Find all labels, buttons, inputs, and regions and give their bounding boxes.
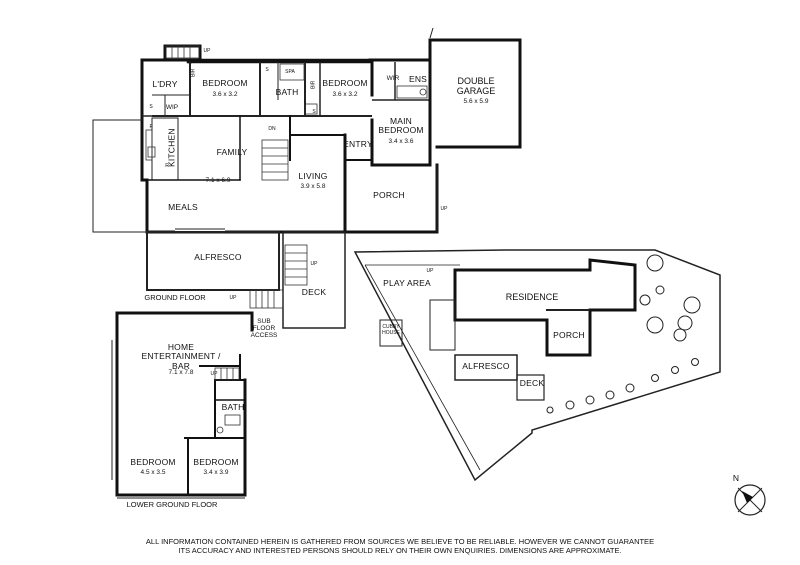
ground-floor-title: GROUND FLOOR: [144, 293, 206, 302]
family-dim: 7.1 x 6.9: [205, 177, 231, 184]
bedroom-c-dim: 4.5 x 3.5: [140, 469, 166, 476]
disclaimer-line-2: ITS ACCURACY AND INTERESTED PERSONS SHOU…: [178, 546, 622, 556]
bedroom-d-label: BEDROOM: [193, 457, 239, 467]
double-garage-label: DOUBLE GARAGE: [456, 76, 496, 96]
site-porch-label: PORCH: [553, 330, 585, 340]
disclaimer-line-1: ALL INFORMATION CONTAINED HEREIN IS GATH…: [145, 537, 655, 546]
sub-floor-access-label: SUB FLOOR ACCESS: [250, 318, 278, 340]
site-play-area-label: PLAY AREA: [383, 278, 431, 288]
s-marker-3: S: [312, 109, 316, 115]
entry-label: ENTRY: [343, 139, 373, 149]
r-marker: R: [165, 163, 169, 169]
up-marker: UP: [203, 48, 211, 54]
up-marker-2: UP: [310, 261, 318, 267]
living-label: LIVING: [298, 171, 328, 181]
porch-label: PORCH: [373, 190, 405, 200]
bir-a-label: BIR: [190, 68, 197, 77]
compass-rose: [734, 484, 766, 516]
f-marker: F: [149, 124, 153, 130]
laundry-label: L'DRY: [152, 79, 178, 89]
s-marker-2: S: [265, 67, 269, 73]
ens-label: ENS: [408, 74, 428, 84]
meals-label: MEALS: [168, 202, 198, 212]
main-bedroom-dim: 3.4 x 3.6: [388, 138, 414, 145]
site-deck-label: DECK: [519, 378, 545, 388]
double-garage-dim: 5.6 x 5.9: [463, 98, 489, 105]
lower-ground-floor-title: LOWER GROUND FLOOR: [126, 500, 218, 509]
site-cubby-house-label: CUBBY HOUSE: [382, 324, 400, 336]
bedroom-c-label: BEDROOM: [130, 457, 176, 467]
bath-upper-label: BATH: [275, 87, 299, 97]
spa-label: SPA: [285, 69, 295, 75]
bath-lower-label: BATH: [221, 402, 245, 412]
bir-b-label: BIR: [310, 80, 317, 89]
up-marker-5: UP: [210, 371, 218, 377]
wir-label: WIR: [386, 75, 400, 82]
site-residence-label: RESIDENCE: [505, 292, 559, 302]
family-label: FAMILY: [216, 147, 248, 157]
living-dim: 3.9 x 5.8: [300, 183, 326, 190]
up-marker-3: UP: [440, 206, 448, 212]
bedroom-b-dim: 3.6 x 3.2: [332, 91, 358, 98]
home-entertainment-label: HOME ENTERTAINMENT / BAR: [141, 342, 221, 371]
bedroom-d-dim: 3.4 x 3.9: [203, 469, 229, 476]
deck-label: DECK: [301, 287, 327, 297]
north-label: N: [732, 473, 740, 483]
disclaimer: ALL INFORMATION CONTAINED HEREIN IS GATH…: [146, 537, 654, 556]
lower-ground-floor-plan: [111, 311, 254, 499]
site-plan: [353, 249, 721, 482]
bedroom-b-label: BEDROOM: [322, 78, 368, 88]
dn-marker: DN: [268, 126, 276, 132]
main-bedroom-label: MAIN BEDROOM: [378, 116, 424, 136]
kitchen-label: KITCHEN: [166, 128, 177, 168]
s-marker: S: [149, 104, 153, 110]
ground-floor-plan: [92, 27, 522, 329]
bedroom-a-label: BEDROOM: [202, 78, 248, 88]
site-alfresco-label: ALFRESCO: [462, 361, 510, 371]
up-marker-4: UP: [229, 295, 237, 301]
wip-label: WIP: [165, 104, 179, 111]
bedroom-a-dim: 3.6 x 3.2: [212, 91, 238, 98]
site-up-marker: UP: [426, 268, 434, 274]
home-entertainment-dim: 7.1 x 7.8: [168, 369, 194, 376]
alfresco-label: ALFRESCO: [194, 252, 242, 262]
